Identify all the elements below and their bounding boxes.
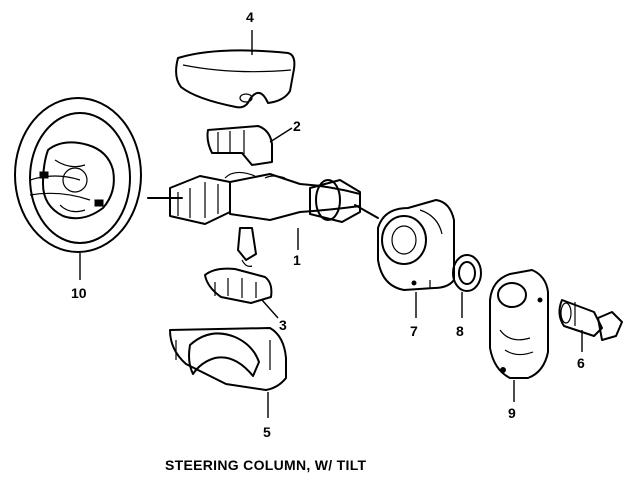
- upper-shroud-part: [175, 49, 296, 109]
- callout-7: 7: [410, 323, 418, 339]
- lower-shroud-insert-part: [204, 267, 273, 304]
- steering-column-part: [147, 171, 379, 267]
- callout-5: 5: [263, 424, 271, 440]
- lower-shroud-part: [169, 327, 287, 391]
- callout-2: 2: [293, 118, 301, 134]
- callout-8: 8: [456, 323, 464, 339]
- diagram-caption: STEERING COLUMN, W/ TILT: [165, 457, 367, 473]
- dash-seal-plate-part: [489, 269, 549, 379]
- bearing-part: [452, 254, 482, 292]
- callout-9: 9: [508, 405, 516, 421]
- upper-shroud-insert-part: [206, 125, 273, 166]
- callout-1: 1: [293, 252, 301, 268]
- callout-3: 3: [279, 317, 287, 333]
- callout-6: 6: [577, 355, 585, 371]
- callout-4: 4: [246, 9, 254, 25]
- boot-part: [377, 199, 455, 291]
- shaft-coupling-part: [558, 299, 623, 341]
- steering-wheel-part: [14, 97, 142, 253]
- callout-10: 10: [71, 285, 87, 301]
